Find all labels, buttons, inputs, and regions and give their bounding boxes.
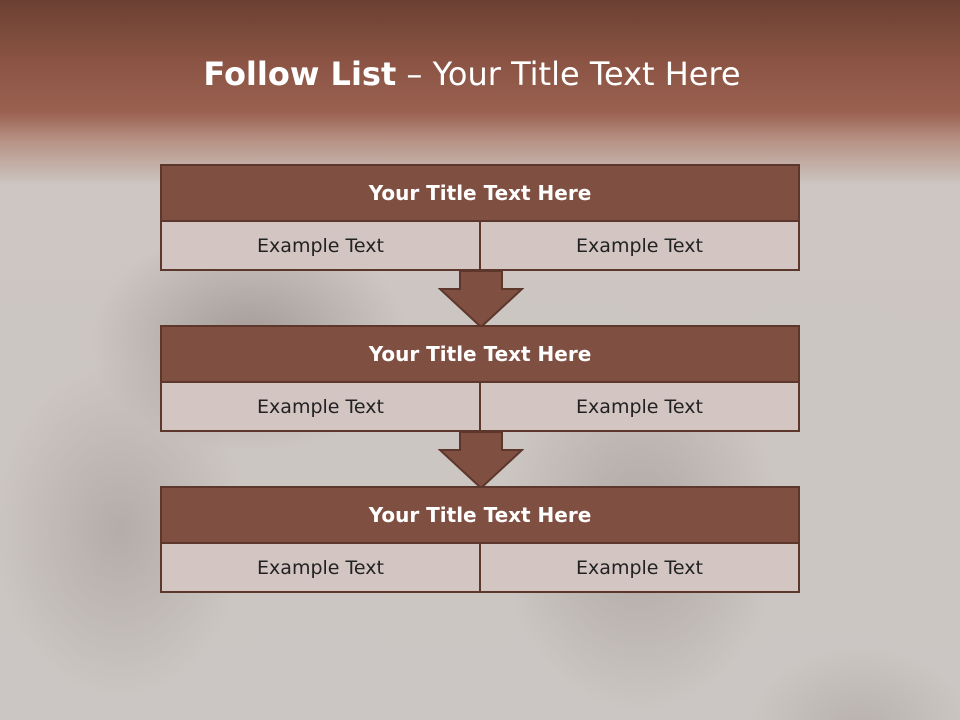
slide-title-rest: – Your Title Text Here (396, 55, 741, 93)
slide-title: Follow List – Your Title Text Here (0, 55, 944, 93)
block-title: Your Title Text Here (160, 486, 800, 544)
block-cell-left: Example Text (162, 383, 479, 430)
block-row: Example Text Example Text (160, 383, 800, 432)
block-cell-right: Example Text (479, 383, 798, 430)
list-block: Your Title Text Here Example Text Exampl… (160, 325, 800, 432)
block-cell-right: Example Text (479, 222, 798, 269)
block-row: Example Text Example Text (160, 544, 800, 593)
list-block: Your Title Text Here Example Text Exampl… (160, 164, 800, 271)
block-cell-left: Example Text (162, 222, 479, 269)
block-title: Your Title Text Here (160, 325, 800, 383)
slide-title-bold: Follow List (203, 55, 397, 93)
block-cell-right: Example Text (479, 544, 798, 591)
block-row: Example Text Example Text (160, 222, 800, 271)
down-arrow-icon (438, 432, 524, 490)
block-title: Your Title Text Here (160, 164, 800, 222)
block-cell-left: Example Text (162, 544, 479, 591)
list-block: Your Title Text Here Example Text Exampl… (160, 486, 800, 593)
down-arrow-icon (438, 271, 524, 329)
